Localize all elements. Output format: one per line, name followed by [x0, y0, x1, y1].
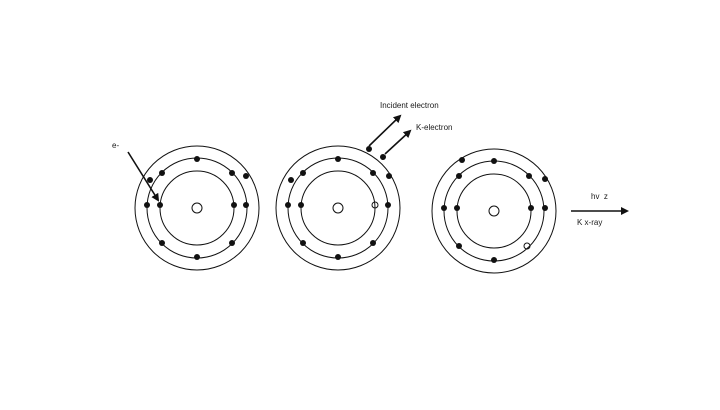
outer-shell [275, 145, 401, 271]
outer-shell [431, 148, 557, 274]
inner-shell [300, 170, 376, 246]
electron [542, 205, 548, 211]
electron [528, 205, 534, 211]
inner-shell [456, 173, 532, 249]
atom-relaxed [431, 148, 557, 274]
electron [231, 202, 237, 208]
electron [385, 202, 391, 208]
incident-electron-label: Incident electron [380, 101, 439, 110]
electron [229, 170, 235, 176]
electron [157, 202, 163, 208]
electron [194, 156, 200, 162]
electron [300, 240, 306, 246]
electron [285, 202, 291, 208]
electron [335, 254, 341, 260]
electron [491, 257, 497, 263]
electron [159, 240, 165, 246]
electron [144, 202, 150, 208]
l-shell-vacancy [523, 242, 531, 250]
k-shell-vacancy [371, 201, 379, 209]
electron [459, 157, 465, 163]
electron [288, 177, 294, 183]
outer-shell [134, 145, 260, 271]
incident-electron-arrow-in [127, 151, 160, 202]
atom-ionized [275, 145, 401, 271]
electron [370, 240, 376, 246]
k-xray-label: K x-ray [577, 218, 603, 227]
electron [147, 177, 153, 183]
electron [454, 205, 460, 211]
electron-in-label: e- [112, 141, 120, 150]
nucleus [488, 205, 500, 217]
electron [300, 170, 306, 176]
electron [386, 173, 392, 179]
electron [335, 156, 341, 162]
electron [366, 146, 372, 152]
electron [491, 158, 497, 164]
photon-energy-label: hv z [591, 192, 608, 201]
electron [542, 176, 548, 182]
electron [159, 170, 165, 176]
nucleus [332, 202, 344, 214]
electron [229, 240, 235, 246]
electron [298, 202, 304, 208]
electron [380, 154, 386, 160]
k-electron-label: K-electron [416, 123, 453, 132]
k-electron-arrow [384, 129, 412, 155]
electron [456, 243, 462, 249]
electron [194, 254, 200, 260]
incident-electron-arrow-out [368, 114, 402, 147]
electron [441, 205, 447, 211]
electron [370, 170, 376, 176]
inner-shell [159, 170, 235, 246]
electron [243, 202, 249, 208]
electron [456, 173, 462, 179]
atom-before [134, 145, 260, 271]
electron [526, 173, 532, 179]
electron [243, 173, 249, 179]
nucleus [191, 202, 203, 214]
